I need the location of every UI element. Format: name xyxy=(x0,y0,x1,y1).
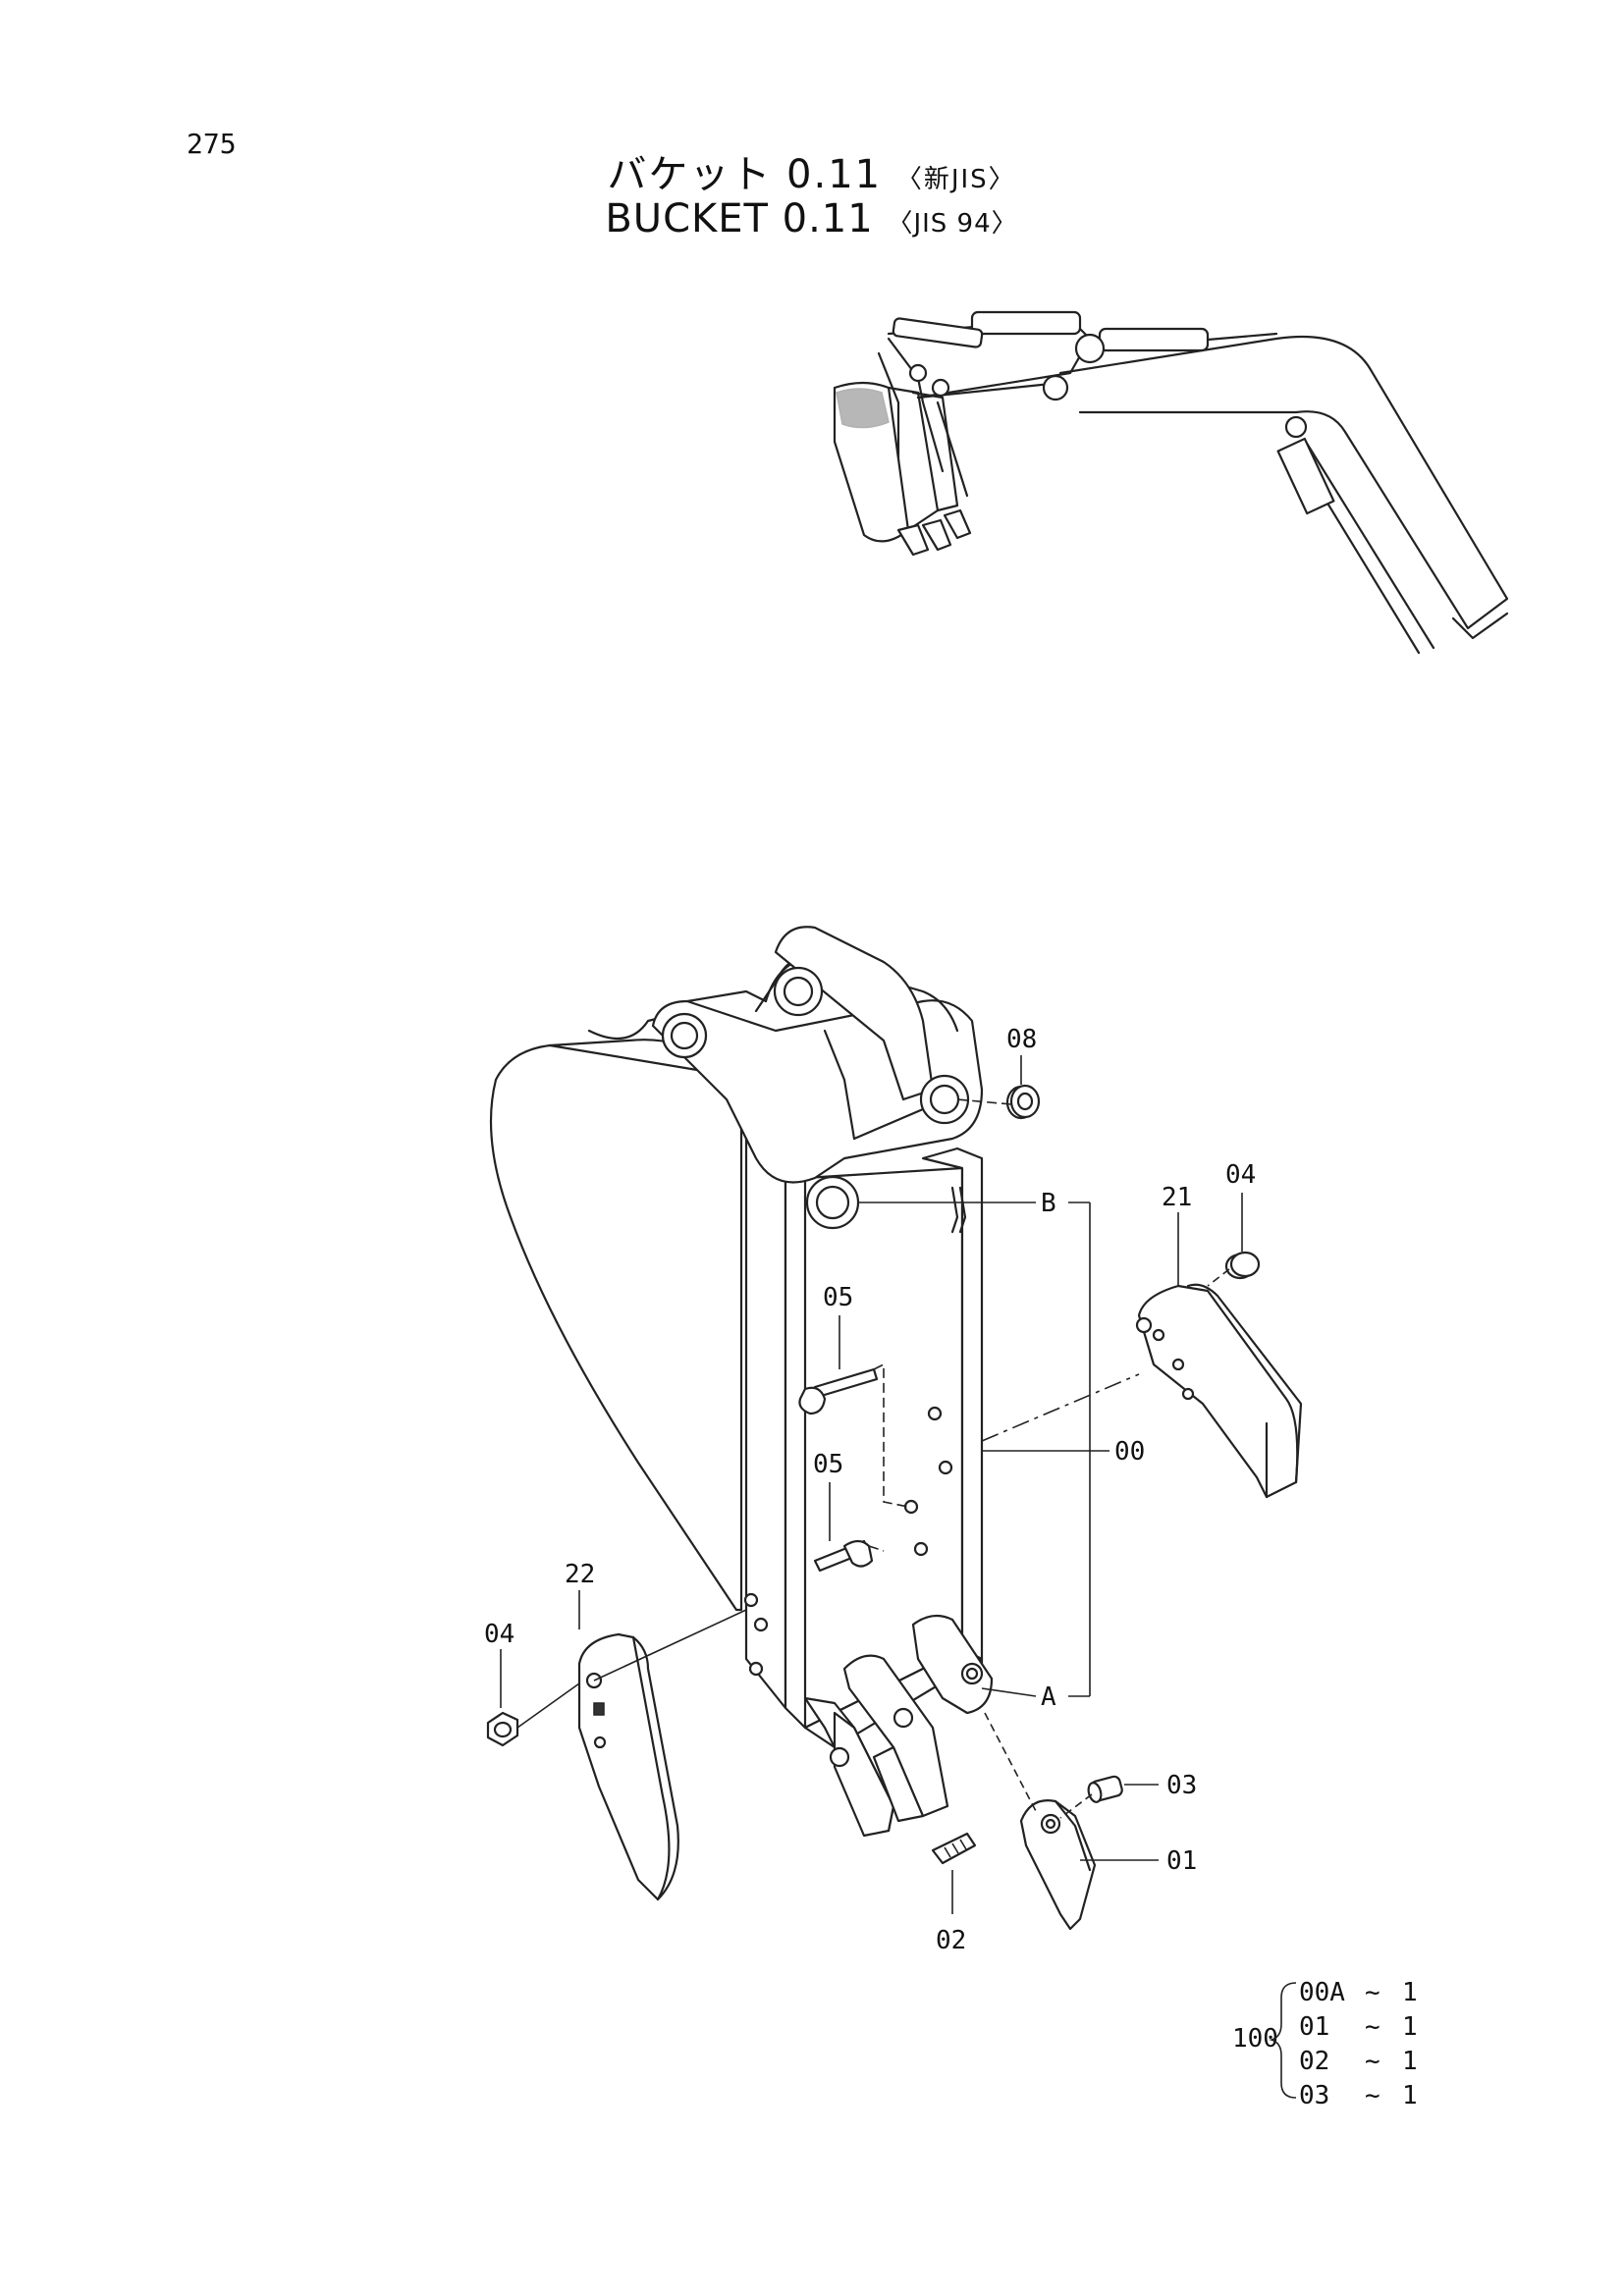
kit-row-sep: ~ xyxy=(1365,1978,1380,2007)
part-21-side-cutter-right xyxy=(1135,1212,1303,1499)
title-japanese-standard: 〈新JIS〉 xyxy=(895,165,1016,194)
kit-row-qty: 1 xyxy=(1402,2081,1418,2110)
kit-quantity-table: 100 00A ~ 1 01 ~ 1 02 ~ 1 03 ~ 1 xyxy=(1232,1978,1418,2110)
part-03-pin xyxy=(1087,1775,1123,1803)
kit-row-sep: ~ xyxy=(1365,2012,1380,2042)
title-japanese-main: バケット 0.11 xyxy=(607,152,883,197)
title-english-main: BUCKET 0.11 xyxy=(605,196,874,241)
callout-A: A xyxy=(1041,1682,1056,1712)
callout-04-right: 04 xyxy=(1225,1160,1256,1190)
kit-row-part: 02 xyxy=(1299,2047,1329,2076)
title-japanese: バケット 0.11 〈新JIS〉 xyxy=(0,142,1623,199)
kit-row-qty: 1 xyxy=(1402,2047,1418,2076)
callout-21: 21 xyxy=(1162,1183,1192,1212)
callout-02: 02 xyxy=(936,1926,966,1955)
kit-row-part: 00A xyxy=(1299,1978,1345,2007)
kit-row-part: 03 xyxy=(1299,2081,1329,2110)
callout-00: 00 xyxy=(1114,1437,1145,1467)
part-02-lock xyxy=(931,1832,977,1914)
callout-08: 08 xyxy=(1006,1025,1037,1054)
kit-row-qty: 1 xyxy=(1402,2012,1418,2042)
page-number: 275 xyxy=(187,128,237,160)
part-01-tooth xyxy=(1019,1799,1097,1931)
callout-22: 22 xyxy=(565,1560,595,1589)
callout-01: 01 xyxy=(1166,1846,1197,1876)
part-05-bolt-upper xyxy=(798,1315,879,1415)
kit-row-sep: ~ xyxy=(1365,2047,1380,2076)
kit-label: 100 xyxy=(1232,2024,1278,2054)
part-04-nut-left xyxy=(486,1649,519,1747)
part-22-side-cutter-left xyxy=(577,1590,679,1901)
excavator-arm-locator xyxy=(833,310,1509,655)
part-08-bushing xyxy=(1005,1055,1041,1120)
part-04-nut-right xyxy=(1224,1193,1261,1280)
callout-05-upper: 05 xyxy=(823,1283,853,1312)
callout-03: 03 xyxy=(1166,1771,1197,1800)
kit-row-part: 01 xyxy=(1299,2012,1329,2042)
title-english: BUCKET 0.11 〈JIS 94〉 xyxy=(0,196,1623,241)
kit-row-qty: 1 xyxy=(1402,1978,1418,2007)
title-english-standard: 〈JIS 94〉 xyxy=(887,209,1018,239)
part-05-bolt-lower xyxy=(813,1482,874,1573)
callout-04-left: 04 xyxy=(484,1620,514,1649)
callout-labels: 08 04 21 B 05 05 00 22 04 A 03 01 02 xyxy=(484,1025,1256,1955)
callout-B: B xyxy=(1041,1189,1056,1218)
bucket-assembly xyxy=(489,926,994,1838)
kit-row-sep: ~ xyxy=(1365,2081,1380,2110)
leader-lines xyxy=(516,1098,1230,1861)
callout-05-lower: 05 xyxy=(813,1450,843,1479)
